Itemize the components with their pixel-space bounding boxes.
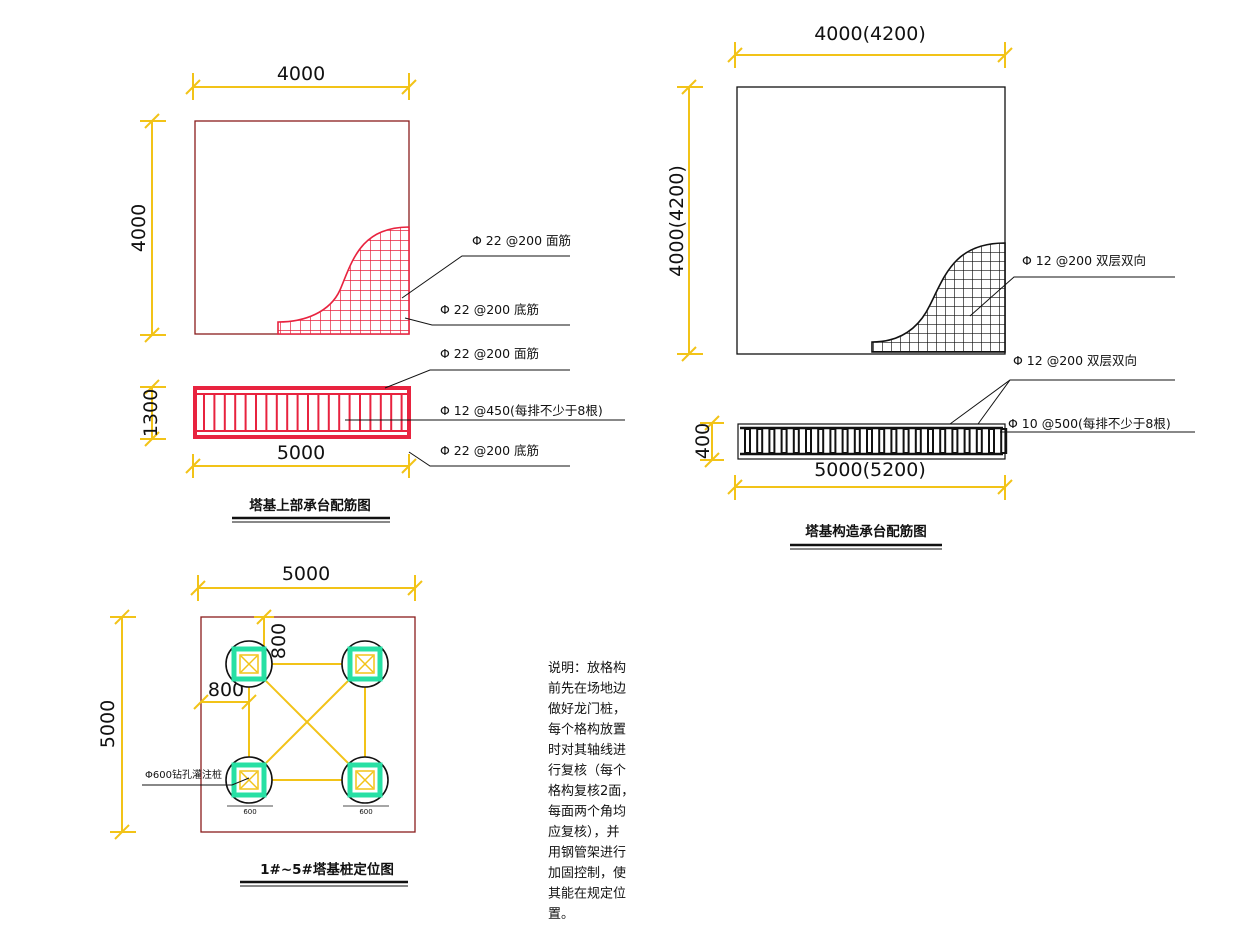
stirrup-bar <box>975 428 983 454</box>
note-line: 应复核），并 <box>548 824 620 840</box>
structure-cap-drawing: 4000(4200) 4000(4200) Φ 12 @200 双层双向 400 <box>666 23 1195 550</box>
pile-3 <box>225 756 273 804</box>
structure-cap-section-stirrups <box>744 428 1008 454</box>
stirrup-bar <box>902 428 910 454</box>
stirrup-bar <box>963 428 971 454</box>
top-cap-width-value: 4000 <box>277 63 325 85</box>
structure-cap-section-stirrup-label: Φ 10 @500(每排不少于8根) <box>1008 416 1171 431</box>
pile-layout-width-dimension: 5000 <box>190 563 423 601</box>
note-line: 其能在规定位 <box>548 887 626 902</box>
note-line: 行复核（每个 <box>548 763 626 779</box>
pile-offset-horizontal-dimension: 800 <box>193 679 257 710</box>
pile-layout-height-value: 5000 <box>97 700 119 748</box>
pile-type-label: Φ600钻孔灌注桩 <box>145 768 222 781</box>
pile-1 <box>225 640 273 688</box>
top-cap-section-width-value: 5000 <box>277 442 325 464</box>
stirrup-bar <box>756 428 764 454</box>
stirrup-bar <box>853 428 861 454</box>
top-cap-section: 1300 Φ 22 @200 面筋 Φ 12 @450(每排不少于8根) Φ 2… <box>140 346 625 478</box>
stirrup-bar <box>780 428 788 454</box>
note-line: 前先在场地边 <box>548 681 626 697</box>
pile-diameter-left: 600 <box>243 808 256 816</box>
note-line: 时对其轴线进 <box>548 743 626 758</box>
structure-cap-rebar-label: Φ 12 @200 双层双向 <box>1022 253 1146 268</box>
top-cap-section-bottom-label: Φ 22 @200 底筋 <box>440 443 539 458</box>
pile-4 <box>341 756 389 804</box>
structure-cap-plan-outline <box>736 86 1006 355</box>
stirrup-bar <box>829 428 837 454</box>
stirrup-bar <box>817 428 825 454</box>
pile-layout-width-value: 5000 <box>282 563 330 585</box>
note-line: 每面两个角均 <box>548 804 626 820</box>
top-cap-height-dimension: 4000 <box>128 113 166 343</box>
stirrup-bar <box>866 428 873 454</box>
top-cap-rebar-grid <box>277 226 410 335</box>
structure-cap-section-outline <box>737 423 1006 460</box>
top-cap-section-height-value: 1300 <box>140 389 162 437</box>
structure-cap-height-dimension: 4000(4200) <box>666 79 703 362</box>
top-cap-section-top-label: Φ 22 @200 面筋 <box>440 346 539 361</box>
note-line: 用钢管架进行 <box>548 846 626 861</box>
top-rebar-leader <box>401 255 570 299</box>
pile-offset-horizontal-value: 800 <box>208 679 244 701</box>
top-cap-section-stirrup-label: Φ 12 @450(每排不少于8根) <box>440 403 603 418</box>
note-line: 每个格构放置 <box>548 722 626 738</box>
top-cap-title: 塔基上部承台配筋图 <box>249 497 371 514</box>
top-cap-section-stirrups <box>203 394 403 431</box>
stirrup-bar <box>927 428 934 454</box>
top-cap-section-outline <box>193 386 411 439</box>
stirrup-bar <box>805 428 812 454</box>
stirrup-bar <box>914 428 922 454</box>
note-line: 格构复核2面， <box>548 783 634 799</box>
pile-offset-vertical-value: 800 <box>268 623 290 659</box>
structure-cap-title: 塔基构造承台配筋图 <box>805 523 927 540</box>
note-line: 加固控制，使 <box>548 865 626 881</box>
stirrup-bar <box>768 428 776 454</box>
stirrup-bar <box>988 428 995 454</box>
top-cap-bottom-rebar-label: Φ 22 @200 底筋 <box>440 302 539 317</box>
pile-layout-drawing: 5000 5000 800 <box>97 563 423 887</box>
structure-cap-section-width-value: 5000(5200) <box>814 459 926 481</box>
piles-group <box>225 640 389 804</box>
stirrup-bar <box>841 428 849 454</box>
stirrup-bar <box>951 428 959 454</box>
stirrup-bar <box>792 428 800 454</box>
structure-cap-section: 400 Φ 12 @200 双层双向 Φ 10 @500(每排不少于8根) 50… <box>692 353 1195 500</box>
note-line: 置。 <box>548 907 574 922</box>
structure-cap-height-value: 4000(4200) <box>666 165 688 277</box>
pile-layout-title: 1#~5#塔基桩定位图 <box>260 861 394 878</box>
stirrup-bar <box>939 428 947 454</box>
structure-cap-section-height-value: 400 <box>692 423 714 459</box>
stirrup-bar <box>890 428 898 454</box>
structure-cap-width-value: 4000(4200) <box>814 23 926 45</box>
top-cap-top-rebar-label: Φ 22 @200 面筋 <box>472 233 571 248</box>
pile-offset-vertical-dimension: 800 <box>254 609 290 664</box>
note-line: 做好龙门桩， <box>548 702 626 717</box>
pile-2 <box>341 640 389 688</box>
top-cap-drawing: 4000 4000 Φ 22 @200 面筋 Φ 22 @200 底筋 1300 <box>128 63 625 523</box>
stirrup-bar <box>878 428 886 454</box>
pile-diameter-right: 600 <box>359 808 372 816</box>
structure-cap-rebar-grid <box>871 242 1006 353</box>
note-line: 说明：放格构 <box>548 660 626 676</box>
structure-cap-section-top-label: Φ 12 @200 双层双向 <box>1013 353 1137 368</box>
stirrup-bar <box>744 428 751 454</box>
top-cap-height-value: 4000 <box>128 204 150 252</box>
structure-cap-width-dimension: 4000(4200) <box>727 23 1013 68</box>
bottom-rebar-leader <box>404 317 570 326</box>
pile-layout-height-dimension: 5000 <box>97 609 136 840</box>
top-cap-width-dimension: 4000 <box>185 63 417 100</box>
pile-cap-outline <box>200 616 416 833</box>
stirrup-bar <box>1000 428 1008 454</box>
